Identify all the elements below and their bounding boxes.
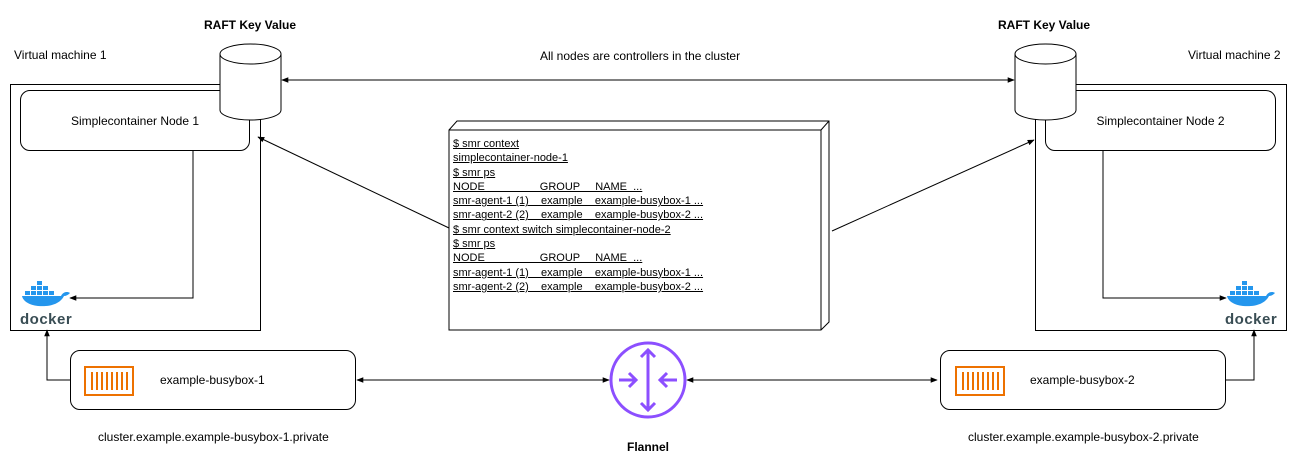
container-left-name: example-busybox-1 xyxy=(160,373,265,387)
vm2-title: Virtual machine 2 xyxy=(1188,48,1281,62)
terminal-line: smr-agent-2 (2) example example-busybox-… xyxy=(453,280,704,293)
container-icon xyxy=(955,366,1005,396)
terminal-line: smr-agent-1 (1) example example-busybox-… xyxy=(453,266,704,279)
terminal-line: $ smr ps xyxy=(453,238,496,251)
simplecontainer-node-2: Simplecontainer Node 2 xyxy=(1045,90,1276,151)
container-left-dns: cluster.example.example-busybox-1.privat… xyxy=(98,430,329,444)
docker-logo-left: docker xyxy=(20,279,72,327)
terminal-line: $ smr context switch simplecontainer-nod… xyxy=(453,223,671,236)
terminal-line: $ smr context xyxy=(453,138,520,150)
terminal-to-raft-right-arrow xyxy=(831,139,1035,232)
node-2-label: Simplecontainer Node 2 xyxy=(1096,113,1225,128)
raft-left-title: RAFT Key Value xyxy=(204,18,297,32)
cluster-note: All nodes are controllers in the cluster xyxy=(540,49,741,63)
terminal-to-raft-left-arrow xyxy=(257,136,450,229)
node1-to-docker-arrow xyxy=(69,151,194,301)
flannel-label: Flannel xyxy=(627,440,670,454)
node2-to-docker-arrow xyxy=(1102,151,1227,301)
terminal-line: smr-agent-2 (2) example example-busybox-… xyxy=(453,209,704,222)
database-icon xyxy=(219,43,282,121)
terminal-line: NODE GROUP NAME ... xyxy=(453,180,643,193)
container2-to-docker-arrow xyxy=(1226,329,1257,381)
terminal-line: NODE GROUP NAME ... xyxy=(453,252,643,265)
docker-whale-icon xyxy=(22,281,70,307)
node-1-label: Simplecontainer Node 1 xyxy=(70,113,200,128)
simplecontainer-node-1: Simplecontainer Node 1 xyxy=(20,90,250,151)
docker-logo-text: docker xyxy=(1225,311,1278,328)
terminal-line: $ smr ps xyxy=(453,166,496,179)
container-right-name: example-busybox-2 xyxy=(1030,373,1135,387)
vm1-title: Virtual machine 1 xyxy=(14,48,107,62)
docker-logo-text: docker xyxy=(20,311,73,328)
router-icon xyxy=(609,341,687,419)
container-icon xyxy=(84,366,134,396)
database-icon xyxy=(1014,43,1077,121)
terminal-output: $ smr context simplecontainer-node-1 $ s… xyxy=(453,137,703,294)
raft-right-title: RAFT Key Value xyxy=(998,18,1091,32)
terminal-line: simplecontainer-node-1 xyxy=(453,152,568,165)
container-right-dns: cluster.example.example-busybox-2.privat… xyxy=(968,430,1199,444)
docker-whale-icon xyxy=(1227,281,1275,307)
terminal-line: smr-agent-1 (1) example example-busybox-… xyxy=(453,195,704,208)
container1-to-docker-arrow xyxy=(44,329,70,381)
docker-logo-right: docker xyxy=(1225,279,1277,327)
